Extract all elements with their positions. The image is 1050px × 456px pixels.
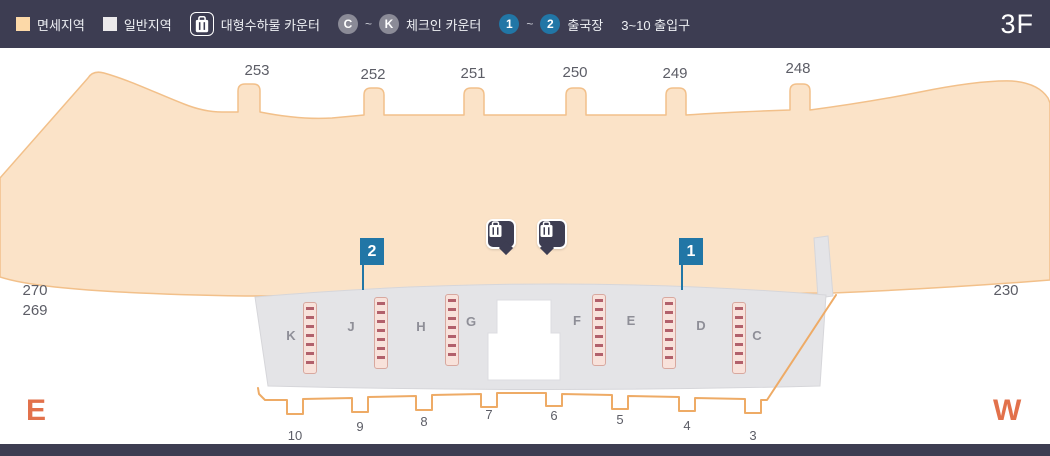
counter-zone-label: C [752, 328, 762, 343]
dutyfree-area-shape [0, 71, 1050, 297]
departure-to-circle: 2 [540, 14, 561, 34]
counter-zone-label: F [573, 313, 581, 328]
entrance-label: 5 [616, 412, 624, 427]
baggage-icon [540, 221, 553, 237]
entrance-label: 3 [749, 428, 757, 443]
gate-label: 230 [993, 282, 1019, 299]
terminal-map: 253 252 251 250 249 248 270 269 230 K J … [0, 48, 1050, 444]
departure-from-circle: 1 [499, 14, 520, 34]
legend-dutyfree: 면세지역 [16, 15, 85, 34]
gate-label: 250 [562, 64, 588, 81]
entrance-label: 10 [287, 428, 303, 443]
checkin-counter-island [592, 294, 606, 366]
checkin-counter-island [374, 297, 388, 369]
gate-label: 251 [460, 65, 486, 82]
entrance-label: 3~10 출입구 [621, 17, 691, 33]
terminal-outline [0, 71, 1050, 415]
bottom-bar [0, 444, 1050, 456]
legend-bar: 면세지역 일반지역 대형수하물 카운터 C ~ [0, 0, 1050, 48]
oversized-baggage-pin [537, 219, 567, 249]
dutyfree-label: 면세지역 [37, 17, 85, 33]
legend-baggage: 대형수하물 카운터 [189, 12, 320, 36]
dutyfree-swatch [16, 17, 30, 31]
departure-gate-flag: 1 [679, 238, 703, 290]
checkin-hall-wedge [813, 235, 834, 299]
departure-gate-flag: 2 [360, 238, 384, 290]
entrance-label: 4 [683, 418, 691, 433]
compass-east: E [26, 394, 47, 427]
gate-label: 253 [244, 62, 270, 79]
floor-label: 3F [1000, 8, 1034, 39]
legend-entrance: 3~10 출입구 [621, 15, 690, 34]
legend: 면세지역 일반지역 대형수하물 카운터 C ~ [16, 12, 690, 36]
checkin-from-circle: C [337, 14, 358, 34]
baggage-label: 대형수하물 카운터 [220, 17, 320, 33]
gate-label: 249 [662, 65, 688, 82]
center-core-cutout [487, 299, 561, 381]
entrance-label: 6 [550, 408, 558, 423]
legend-checkin: C ~ K 체크인 카운터 [337, 14, 482, 34]
checkin-counter-island [445, 294, 459, 366]
counter-zone-label: J [347, 319, 355, 334]
tilde: ~ [526, 17, 534, 31]
general-swatch [102, 17, 117, 31]
counter-zone-label: G [465, 314, 477, 329]
checkin-counter-island [662, 297, 676, 369]
tilde: ~ [364, 17, 372, 31]
counter-zone-label: E [626, 313, 636, 328]
checkin-label: 체크인 카운터 [406, 17, 482, 33]
entrance-label: 8 [420, 414, 428, 429]
checkin-to-circle: K [379, 14, 399, 34]
departure-label: 출국장 [567, 17, 604, 33]
legend-general: 일반지역 [102, 15, 172, 34]
gate-label: 270 [22, 282, 48, 299]
baggage-icon [489, 221, 502, 237]
gate-label: 269 [22, 302, 48, 319]
baggage-icon [195, 15, 208, 32]
legend-departure: 1 ~ 2 출국장 [499, 14, 603, 34]
oversized-baggage-pin [486, 219, 516, 249]
checkin-counter-island [732, 302, 746, 374]
gate-label: 252 [360, 66, 386, 83]
entrance-label: 9 [356, 419, 364, 434]
general-label: 일반지역 [123, 17, 172, 33]
counter-zone-label: H [416, 319, 426, 334]
checkin-counter-island [303, 302, 317, 374]
gate-label: 248 [785, 60, 811, 77]
counter-zone-label: K [286, 328, 296, 343]
counter-zone-label: D [696, 318, 706, 333]
landside-boundary [257, 294, 837, 415]
compass-west: W [993, 394, 1022, 427]
entrance-label: 7 [485, 407, 493, 422]
baggage-badge [189, 12, 214, 36]
